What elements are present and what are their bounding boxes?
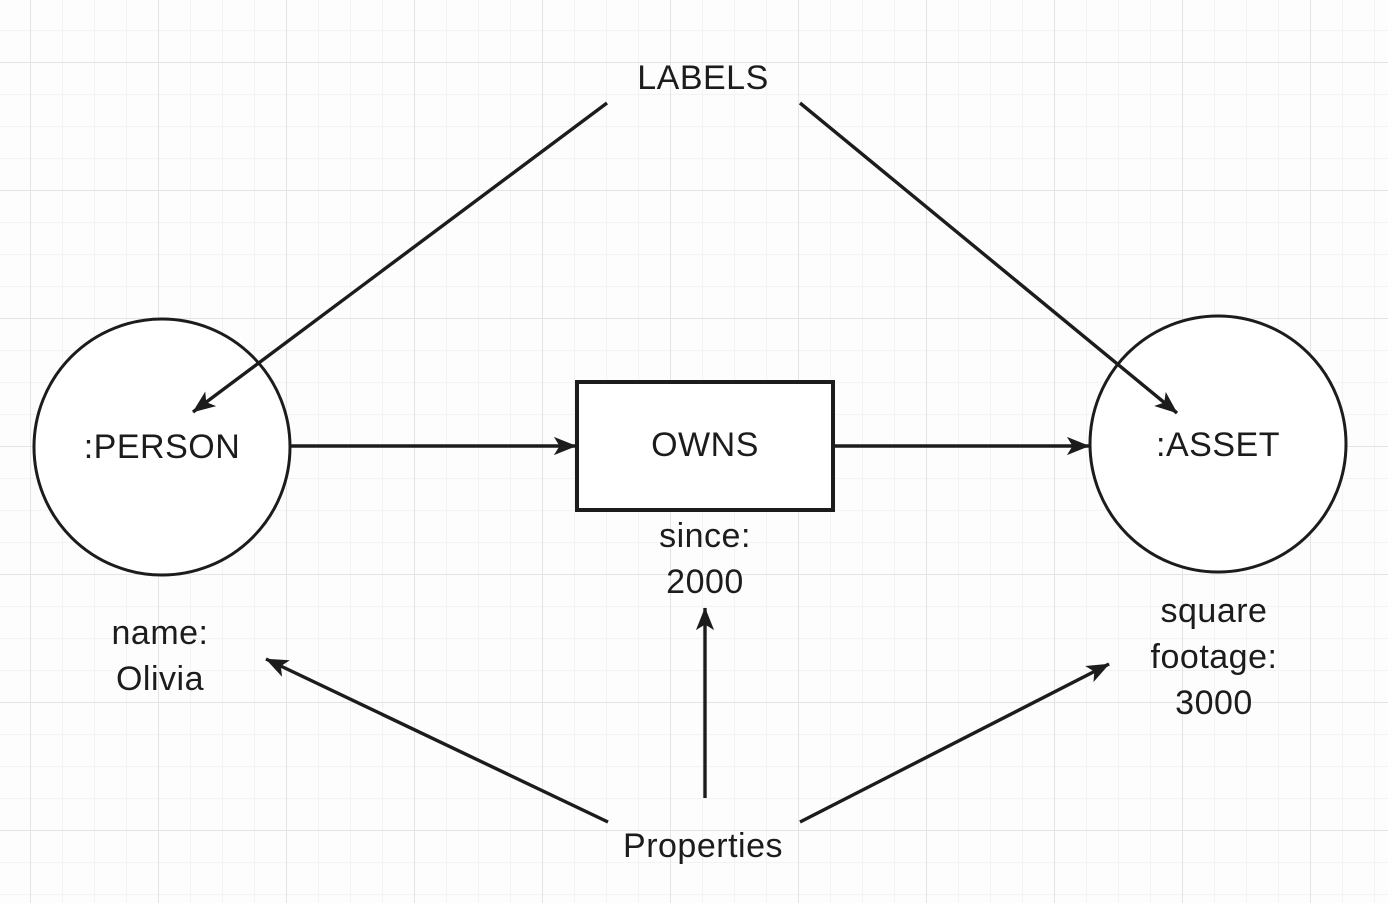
person-property-key: name: [111, 614, 209, 652]
arrow-properties-to-footage [799, 662, 1110, 824]
asset-property-key-line1: square [1160, 592, 1268, 630]
owns-relationship-label: OWNS [651, 426, 759, 464]
person-node-label: :PERSON [83, 428, 241, 466]
arrow-labels-to-asset [798, 101, 1179, 415]
asset-property-value: 3000 [1175, 684, 1253, 722]
person-properties: name: Olivia [112, 610, 209, 702]
arrow-labels-to-person [191, 101, 609, 414]
properties-title: Properties [623, 827, 783, 865]
person-property-value: Olivia [115, 660, 205, 698]
asset-node-label: :ASSET [1156, 426, 1280, 464]
relationship-properties: since: 2000 [659, 513, 751, 605]
asset-property-key-line2: footage: [1150, 638, 1278, 676]
relationship-property-value: 2000 [666, 563, 744, 601]
asset-node [1088, 314, 1348, 574]
labels-title: LABELS [637, 59, 769, 97]
owns-relationship-box [575, 380, 835, 512]
relationship-property-key: since: [659, 517, 751, 555]
arrow-properties-to-name [265, 657, 609, 824]
asset-properties: square footage: 3000 [1151, 588, 1278, 726]
